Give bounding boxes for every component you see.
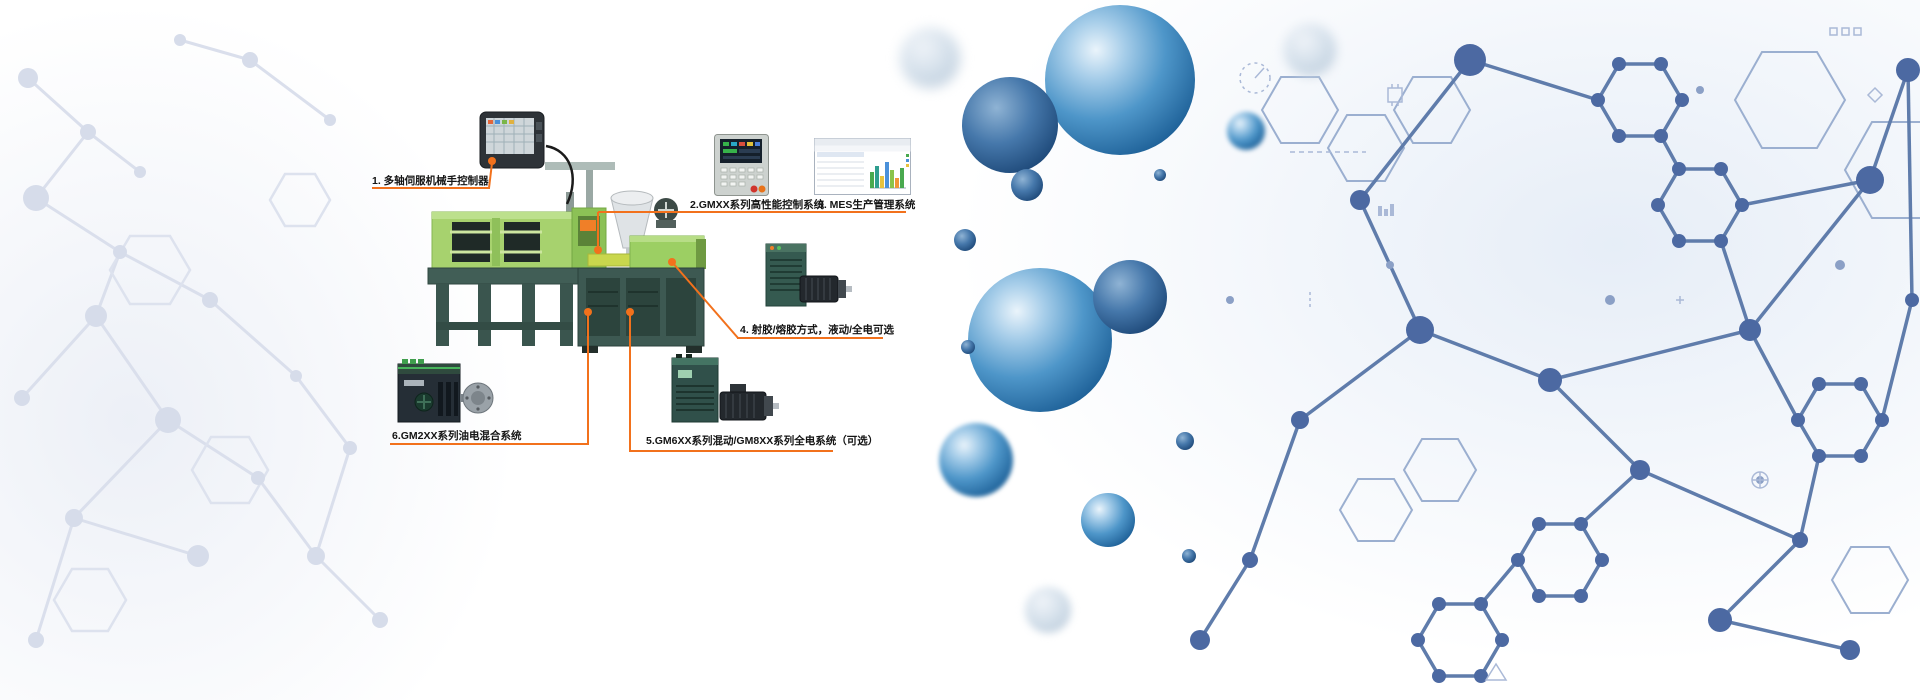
- sphere-decoration: [1176, 432, 1194, 450]
- robot-arm-beam: [545, 162, 615, 170]
- callout-1-underline: [372, 187, 490, 189]
- control-system-panel-thumbnail: [714, 134, 769, 196]
- tech-doodles-decoration: [1239, 27, 1884, 681]
- sphere-decoration: [1081, 493, 1135, 547]
- callout-4-underline: [737, 337, 883, 339]
- sphere-decoration: [1154, 169, 1166, 181]
- sphere-decoration: [1011, 169, 1043, 201]
- callout-5-underline: [629, 450, 833, 452]
- sphere-decoration: [1045, 5, 1195, 155]
- sphere-decoration: [968, 268, 1112, 412]
- molecule-network-left-decoration: [14, 34, 388, 648]
- callout-1-label: 1. 多轴伺服机械手控制器: [372, 175, 489, 187]
- sphere-decoration: [1025, 587, 1071, 633]
- injection-molding-machine-illustration: [427, 162, 706, 353]
- sphere-decoration: [1093, 260, 1167, 334]
- oil-electric-hybrid-drive-thumbnail: [397, 359, 494, 423]
- sphere-decoration: [954, 229, 976, 251]
- callout-5-label: 5.GM6XX系列混动/GM8XX系列全电系统（可选）: [646, 435, 879, 447]
- mes-system-thumbnail: [814, 138, 911, 195]
- callout-6-underline: [390, 443, 589, 445]
- sphere-decoration: [961, 340, 975, 354]
- callout-2-label: 2.GMXX系列高性能控制系统: [690, 199, 825, 211]
- machine-base-frame: [427, 267, 579, 285]
- sphere-decoration: [939, 423, 1013, 497]
- hybrid-system-drive-motor-thumbnail: [671, 354, 779, 423]
- sphere-decoration: [962, 77, 1058, 173]
- robot-controller-thumbnail: [479, 111, 545, 169]
- injection-servo-drive-motor-thumbnail: [765, 243, 852, 307]
- callout-6-label: 6.GM2XX系列油电混合系统: [392, 430, 522, 442]
- sphere-decoration: [900, 28, 960, 88]
- sphere-decoration: [1284, 24, 1336, 76]
- sphere-decoration: [1182, 549, 1196, 563]
- hmi-screen: [580, 220, 596, 231]
- callout-2-3-underline: [598, 211, 906, 213]
- callout-3-label: 3. MES生产管理系统: [818, 199, 916, 211]
- callout-4-label: 4. 射胶/熔胶方式，液动/全电可选: [740, 324, 895, 336]
- sphere-decoration: [1227, 112, 1265, 150]
- molecule-network-right-decoration: [1190, 27, 1920, 683]
